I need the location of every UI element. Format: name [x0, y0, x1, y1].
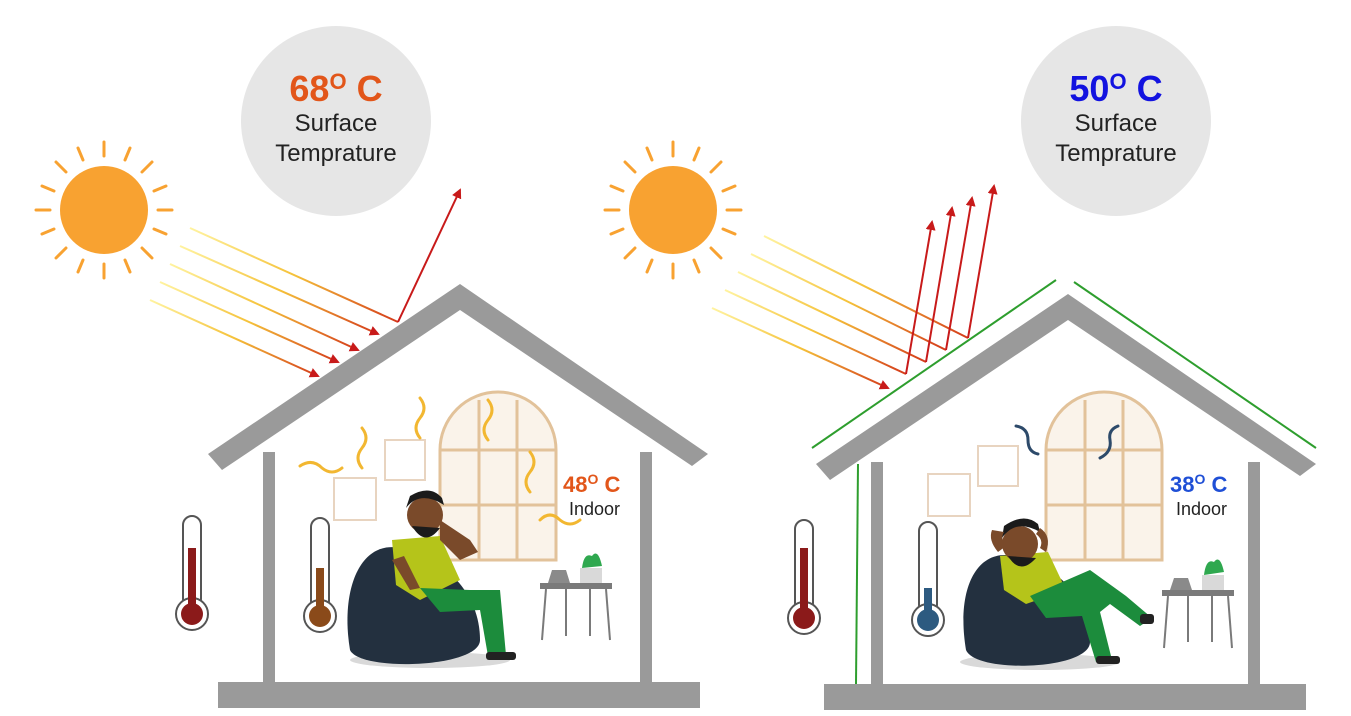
right-surface-temperature-badge: 50O C Surface Temprature — [1021, 26, 1211, 216]
right-indoor-thermometer-icon — [911, 521, 945, 637]
left-person-in-beanbag — [347, 490, 516, 668]
left-indoor-label: Indoor — [569, 499, 621, 519]
right-surface-label-line1: Surface — [1074, 110, 1158, 137]
right-house — [816, 294, 1316, 710]
right-reflected-rays — [905, 184, 998, 375]
right-scene — [603, 140, 1317, 710]
left-sun-icon — [34, 140, 174, 280]
left-window — [438, 390, 558, 562]
right-sun-rays — [711, 235, 969, 390]
left-house — [208, 284, 708, 708]
left-wall-frames — [333, 439, 426, 521]
right-outdoor-thermometer-icon — [787, 519, 821, 635]
right-side-table — [1162, 559, 1234, 649]
left-indoor-temperature: 48O C Indoor — [563, 466, 620, 520]
left-reflected-ray — [397, 188, 462, 323]
right-indoor-label: Indoor — [1176, 499, 1228, 519]
right-person-relaxing — [960, 518, 1154, 670]
right-indoor-temperature-value: 38O C — [1170, 471, 1228, 497]
right-indoor-temperature: 38O C Indoor — [1170, 466, 1227, 520]
left-indoor-thermometer-icon — [303, 517, 337, 633]
left-surface-label-line2: Temprature — [275, 140, 397, 167]
left-outdoor-thermometer-icon — [175, 515, 209, 631]
right-surface-label-line2: Temprature — [1055, 140, 1177, 167]
right-wall-frames — [927, 445, 1019, 517]
left-sun-rays — [149, 227, 399, 378]
right-sun-icon — [603, 140, 743, 280]
right-window — [1044, 390, 1164, 562]
left-surface-temperature-badge: 68O C Surface Temprature — [241, 26, 431, 216]
left-scene — [34, 140, 708, 708]
left-side-table — [540, 553, 612, 641]
left-surface-temperature-value: 68O C — [289, 68, 383, 109]
right-cool-roof-coating — [811, 279, 1317, 685]
right-cool-waves — [1014, 424, 1120, 460]
left-surface-label-line1: Surface — [294, 110, 378, 137]
left-heat-waves — [298, 396, 582, 526]
left-indoor-temperature-value: 48O C — [563, 471, 621, 497]
right-surface-temperature-value: 50O C — [1069, 68, 1163, 109]
